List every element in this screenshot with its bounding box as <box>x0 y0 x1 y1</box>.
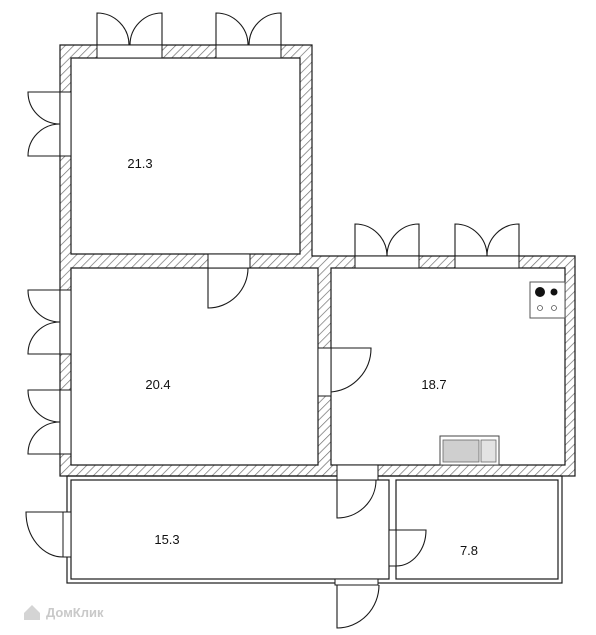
room-area-label: 7.8 <box>460 543 478 558</box>
room-area-label: 15.3 <box>154 532 179 547</box>
walls <box>59 44 576 584</box>
watermark-text: ДомКлик <box>46 605 104 620</box>
window-sashes <box>25 12 520 558</box>
stove-icon <box>529 281 566 319</box>
room-area-label: 21.3 <box>127 156 152 171</box>
room-area-label: 20.4 <box>145 377 170 392</box>
sink-icon <box>439 435 500 466</box>
room-area-label: 18.7 <box>421 377 446 392</box>
watermark-logo: ДомКлик <box>24 605 104 620</box>
doors <box>207 253 427 629</box>
